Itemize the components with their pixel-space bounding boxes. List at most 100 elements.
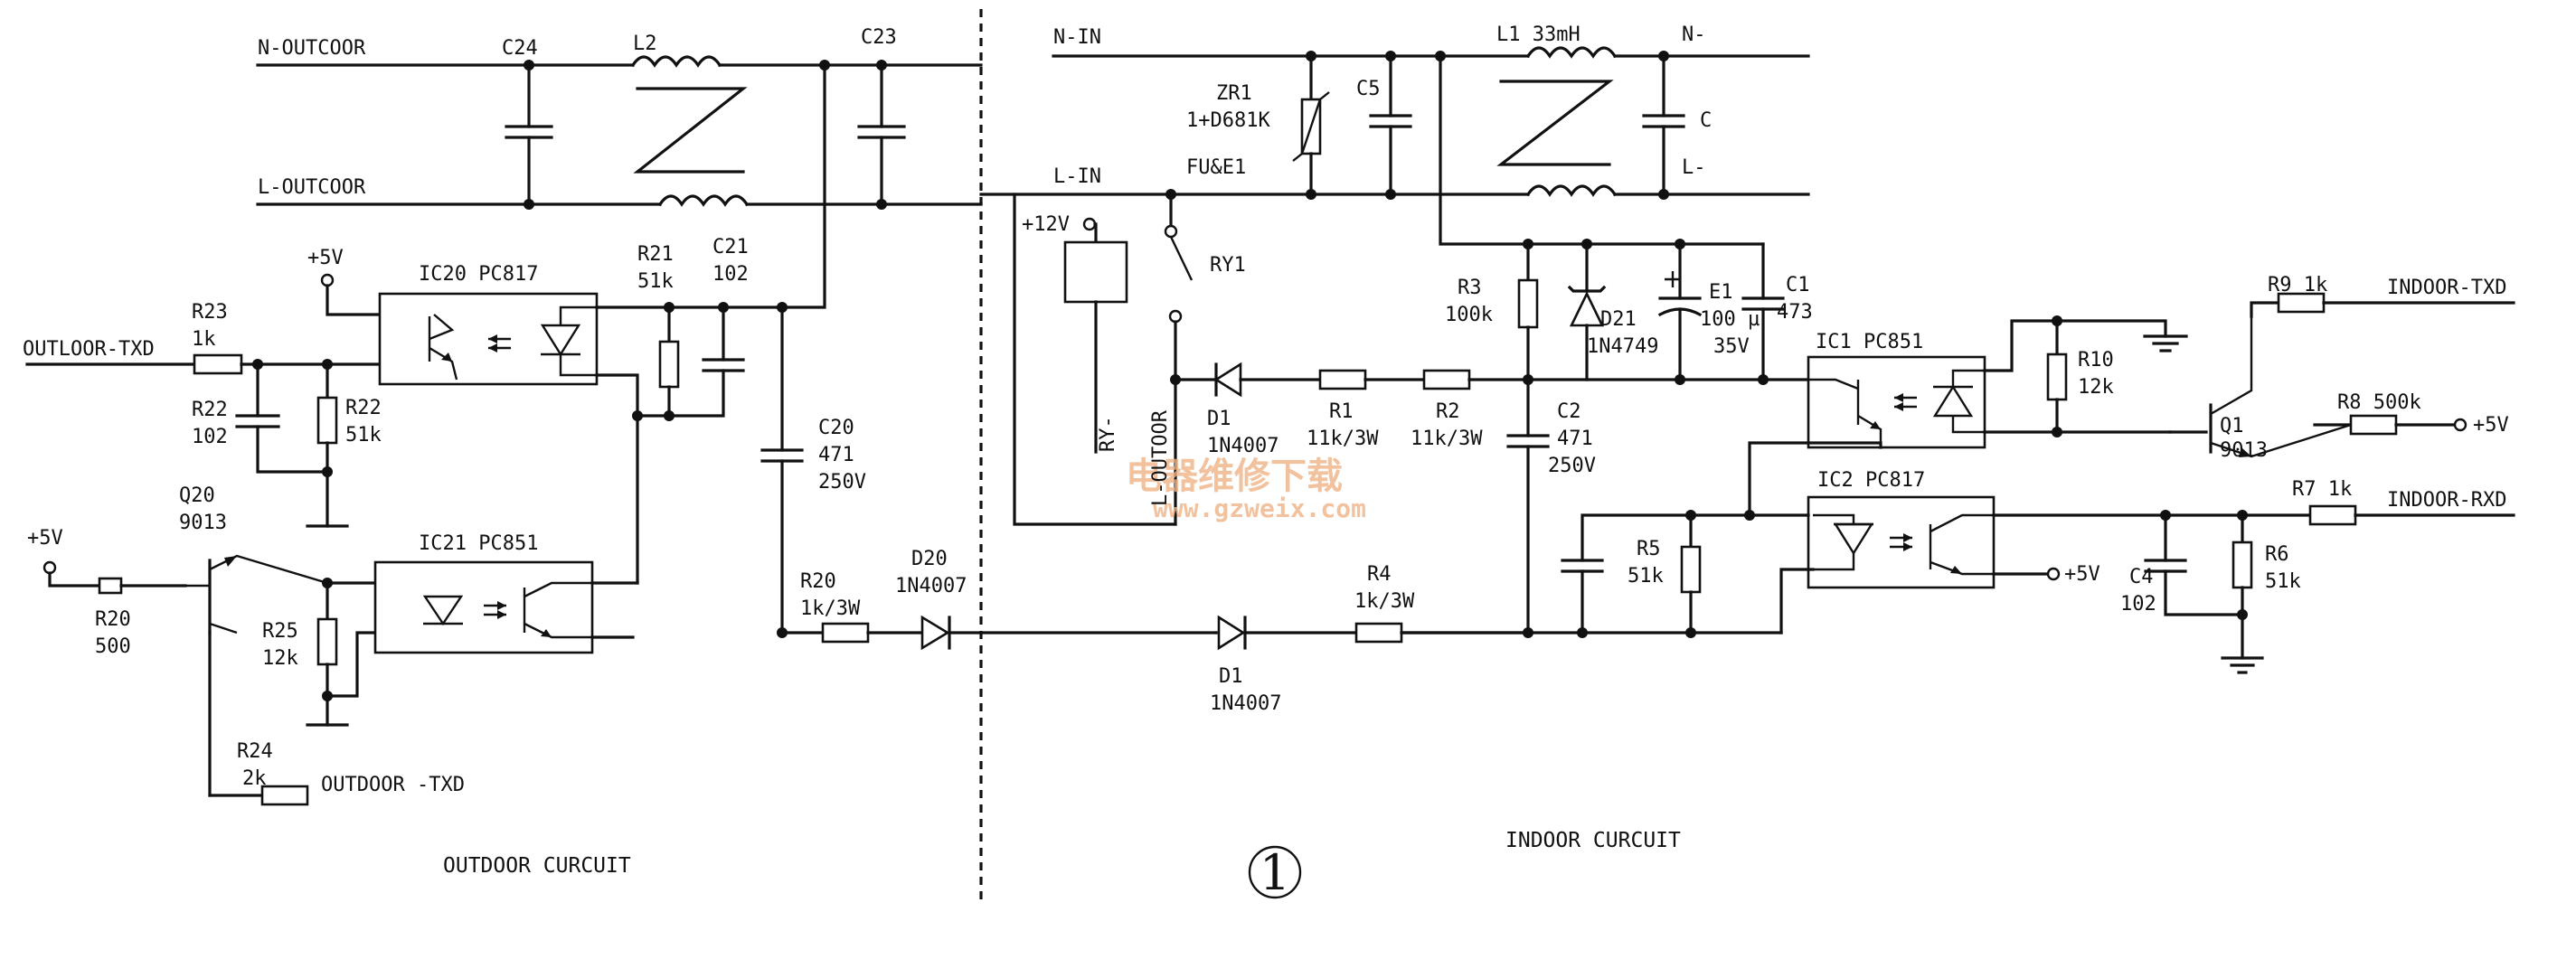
r7-resistor [2308, 504, 2357, 526]
value-r10: 12k [2078, 376, 2114, 399]
label-c1: C1 [1786, 274, 1810, 296]
label-ic2: IC2 PC817 [1817, 469, 1925, 492]
net-n-outdoor: N-OUTCOOR [258, 37, 366, 60]
value-d21: 1N4749 [1587, 335, 1658, 358]
label-r8: R8 500k [2337, 391, 2421, 414]
value-r22a: 102 [192, 426, 228, 448]
d1-upper-diode [1213, 362, 1242, 398]
ic2-optocoupler [1807, 495, 1996, 589]
section-title-indoor: INDOOR CURCUIT [1505, 829, 1681, 852]
value-c1: 473 [1777, 301, 1813, 324]
outdoor-txd-output [42, 554, 639, 806]
rating-e1: 35V [1713, 335, 1750, 358]
value-c4: 102 [2120, 593, 2156, 616]
label-c24: C24 [502, 37, 538, 60]
net-indoor-txd: INDOOR-TXD [2387, 277, 2506, 299]
d20-diode [920, 615, 950, 651]
label-r7: R7 1k [2292, 478, 2352, 501]
r21-resistor [658, 340, 680, 389]
label-r1: R1 [1329, 400, 1354, 423]
outdoor-txd-input [25, 273, 779, 585]
r4-resistor [1354, 622, 1403, 644]
d1-lower-diode [1217, 615, 1246, 651]
label-r24: R24 [237, 740, 273, 763]
outdoor-series-path [760, 302, 1218, 651]
net-l-in: L-IN [1053, 165, 1101, 188]
value-r22b: 51k [345, 424, 382, 447]
r25-resistor [316, 617, 338, 666]
value-e1: 100 µ [1700, 308, 1760, 331]
outdoor-line-filter [256, 55, 983, 309]
value-r20: 500 [95, 635, 131, 658]
l2-core [633, 87, 748, 174]
label-r20: R20 [95, 608, 131, 631]
watermark-url: www.gzweix.com [1153, 494, 1366, 523]
r20-resistor [98, 577, 123, 595]
net-plus5v-r8: +5V [2473, 414, 2509, 437]
label-ry1: RY1 [1210, 254, 1246, 277]
value-r1: 11k/3W [1307, 428, 1379, 450]
r20-power-resistor [821, 622, 870, 644]
label-fuse: FU&E1 [1186, 156, 1246, 179]
label-ic1: IC1 PC851 [1816, 331, 1923, 353]
indoor-line-input [979, 46, 1810, 249]
value-d20: 1N4007 [895, 575, 967, 597]
net-outdoor-txd-in: OUTLOOR-TXD [23, 338, 155, 361]
value-r23: 1k [192, 328, 216, 351]
label-r2: R2 [1436, 400, 1460, 423]
label-l2: L2 [633, 33, 657, 55]
label-r20b: R20 [800, 570, 836, 593]
value-q1: 9013 [2220, 439, 2268, 462]
net-ry-minus: RY- [1097, 416, 1119, 452]
value-r24: 2k [242, 767, 267, 790]
value-r2: 11k/3W [1411, 428, 1483, 450]
value-r21: 51k [637, 270, 674, 293]
label-q1: Q1 [2220, 415, 2244, 437]
d21-zener [1569, 291, 1605, 327]
value-r25: 12k [262, 647, 298, 670]
r9-resistor [2277, 292, 2326, 314]
label-c21: C21 [712, 236, 749, 259]
r2-resistor [1422, 369, 1471, 390]
net-outdoor-txd-out: OUTDOOR -TXD [321, 774, 465, 796]
value-d1-lower: 1N4007 [1210, 692, 1281, 715]
net-l-minus: L- [1682, 156, 1706, 179]
net-plus5v-q20: +5V [27, 527, 63, 550]
label-ic20: IC20 PC817 [419, 263, 538, 286]
r10-resistor [2046, 353, 2068, 401]
value-d1-upper: 1N4007 [1207, 435, 1279, 457]
label-r9: R9 1k [2268, 274, 2327, 296]
value-r6: 51k [2265, 570, 2301, 593]
indoor-txd-driver [2168, 292, 2515, 458]
label-r21: R21 [637, 243, 674, 266]
value-r4: 1k/3W [1354, 590, 1415, 613]
r6-resistor [2232, 541, 2253, 589]
label-d21: D21 [1600, 308, 1637, 331]
net-n-in: N-IN [1053, 26, 1101, 49]
r8-resistor [2349, 414, 2398, 436]
r23-resistor [193, 353, 243, 375]
label-c20: C20 [818, 417, 854, 439]
indoor-rxd [1214, 495, 2515, 674]
label-r22b: R22 [345, 397, 382, 419]
label-c23: C23 [861, 26, 897, 49]
net-plus5v-ic2: +5V [2064, 563, 2100, 586]
r3-resistor [1517, 278, 1539, 329]
label-zr1: ZR1 [1216, 82, 1252, 105]
indoor-receive-path [1174, 242, 1810, 638]
indoor-ic1 [1748, 315, 2188, 517]
net-l-outdoor: L-OUTCOOR [258, 176, 366, 199]
label-c5: C5 [1356, 78, 1381, 100]
value-q20: 9013 [179, 512, 227, 534]
net-plus12v: +12V [1022, 213, 1070, 236]
value-c21: 102 [712, 263, 749, 286]
value-r3: 100k [1445, 304, 1493, 326]
watermark-cn: 电器维修下载 [1126, 455, 1343, 497]
r5-resistor [1680, 545, 1702, 594]
value-c20: 471 [818, 444, 854, 466]
indoor-relay [1013, 189, 1194, 526]
label-l1: L1 33mH [1496, 24, 1581, 46]
net-indoor-rxd: INDOOR-RXD [2387, 489, 2506, 512]
label-c4: C4 [2129, 566, 2154, 588]
